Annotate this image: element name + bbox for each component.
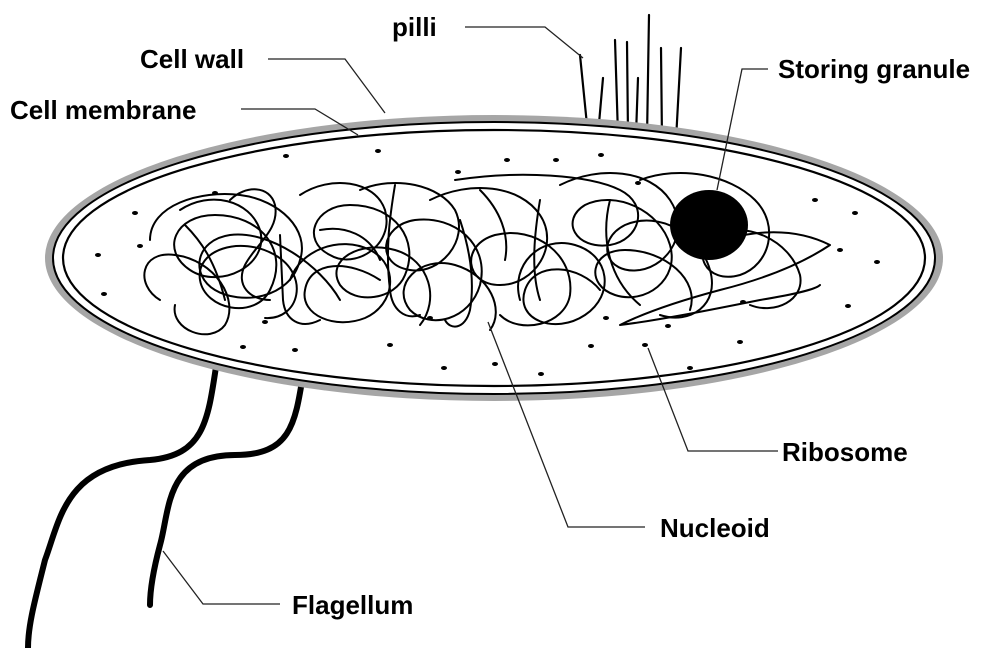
flagellum-left: [28, 360, 217, 648]
pilli-leader: [465, 27, 583, 58]
flagellum-right: [150, 375, 303, 605]
flagellum-leader: [163, 551, 280, 604]
label-cell-wall: Cell wall: [140, 44, 244, 74]
storing-granule: [670, 190, 748, 260]
label-nucleoid: Nucleoid: [660, 513, 770, 543]
label-storing-granule: Storing granule: [778, 54, 970, 84]
cell-membrane: [63, 130, 925, 386]
label-pilli: pilli: [392, 12, 437, 42]
label-cell-membrane: Cell membrane: [10, 95, 196, 125]
label-ribosome: Ribosome: [782, 437, 908, 467]
cell-wall-leader: [268, 59, 385, 113]
label-flagellum: Flagellum: [292, 590, 413, 620]
